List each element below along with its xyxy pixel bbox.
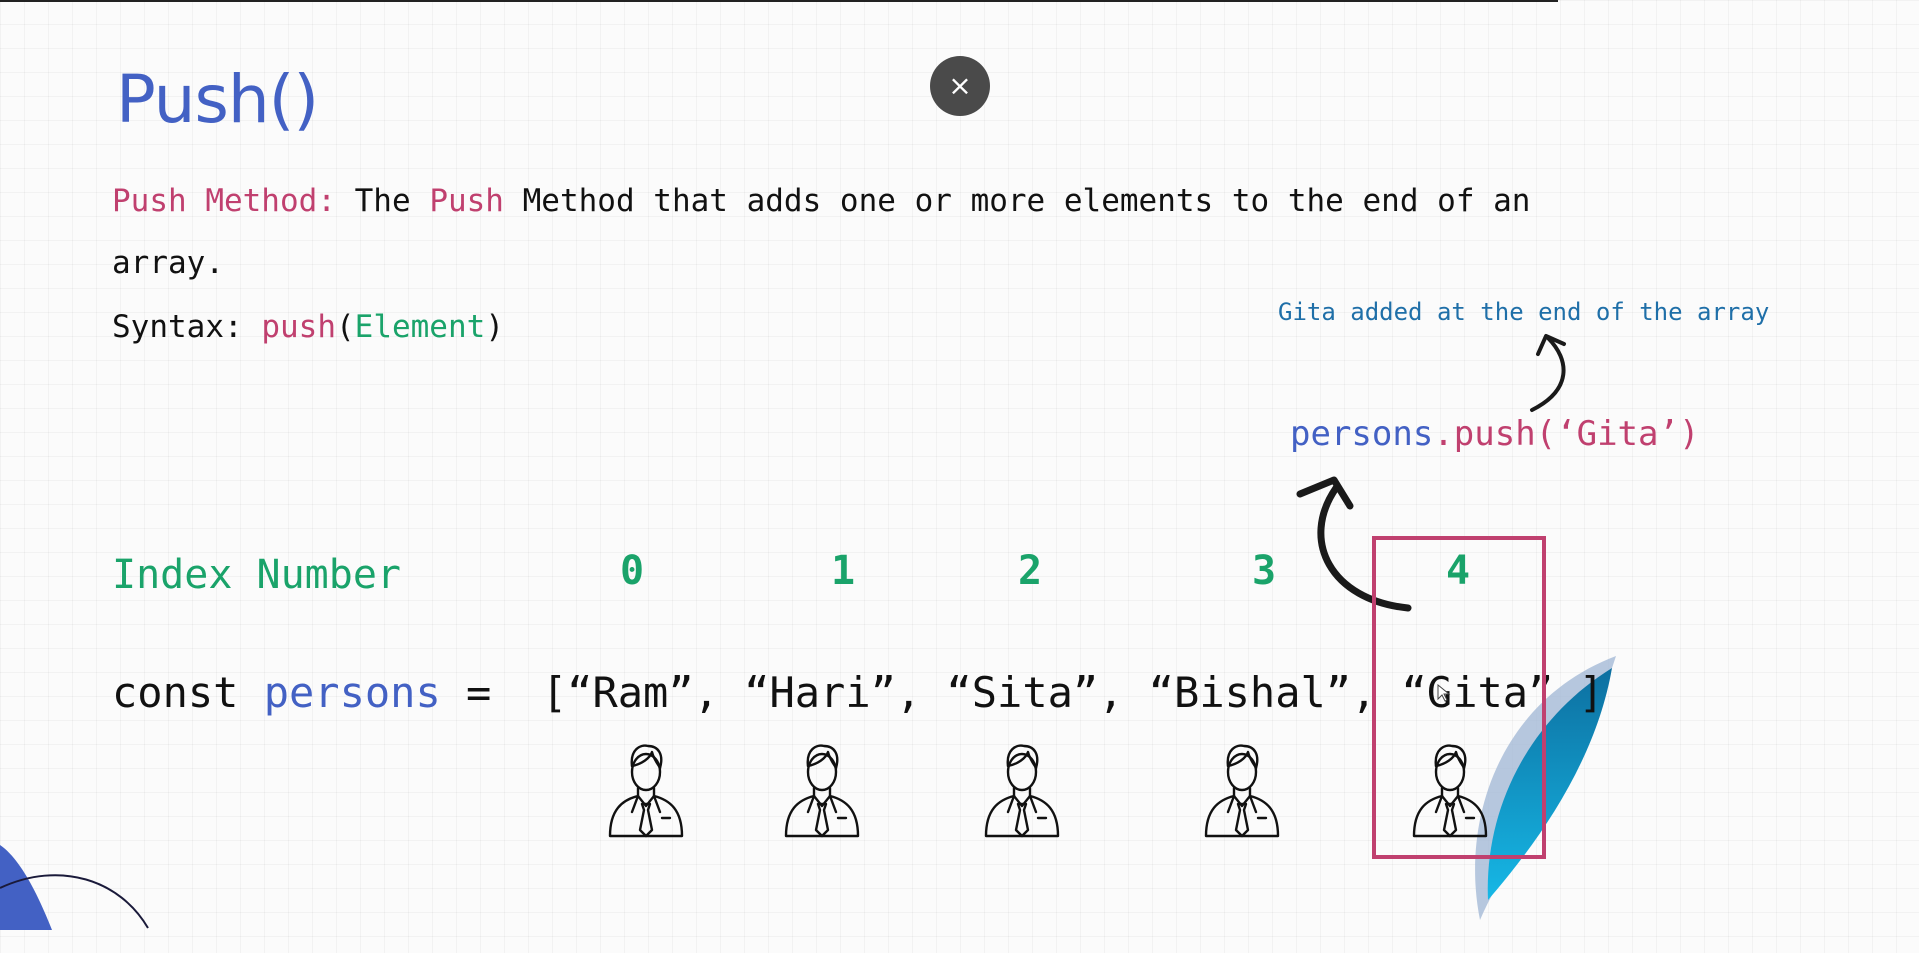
syntax-method: push [261, 309, 336, 345]
const-keyword: const [112, 668, 239, 717]
close-button[interactable]: × [930, 56, 990, 116]
const-array: [“Ram”, “Hari”, “Sita”, “Bishal”, “Gita”… [541, 668, 1604, 717]
syntax-label: Syntax: [112, 309, 243, 345]
syntax-argument: Element [354, 309, 486, 345]
top-divider [0, 0, 1558, 2]
person-icon [608, 744, 684, 838]
const-variable: persons [263, 668, 441, 717]
new-element-highlight-box [1372, 536, 1546, 859]
person-icon [784, 744, 860, 838]
const-equals: = [440, 668, 542, 717]
person-icon [1204, 744, 1280, 838]
description-push-word: Push [429, 183, 504, 219]
push-call-dot: . [1433, 414, 1454, 454]
mouse-cursor-icon [1437, 684, 1451, 702]
push-call-object: persons [1290, 414, 1434, 454]
description-term: Push Method: [112, 183, 336, 219]
description: Push Method: The Push Method that adds o… [112, 170, 1572, 294]
curved-arrow-to-annotation-head [1536, 334, 1566, 356]
curved-arrow-to-push-head [1296, 476, 1354, 510]
syntax-line: Syntax: push(Element) [112, 296, 504, 358]
curved-arrow-to-annotation [1530, 336, 1566, 412]
annotation-text: Gita added at the end of the array [1278, 298, 1770, 326]
push-call-method: push(‘Gita’) [1453, 414, 1700, 454]
slide-title: Push() [116, 61, 319, 138]
const-declaration: const persons = [“Ram”, “Hari”, “Sita”, … [112, 668, 1604, 717]
description-text-2: Method that adds one or more elements to… [112, 183, 1531, 281]
close-icon: × [948, 69, 972, 102]
index-2: 2 [1018, 548, 1043, 594]
syntax-close-paren: ) [485, 309, 504, 345]
index-3: 3 [1252, 548, 1277, 594]
index-number-label: Index Number [112, 552, 401, 598]
index-0: 0 [620, 548, 645, 594]
syntax-open-paren: ( [335, 309, 355, 345]
person-icon [1412, 744, 1488, 838]
push-call-code: persons.push(‘Gita’) [1290, 414, 1699, 454]
description-text-1: The [354, 183, 411, 219]
index-1: 1 [831, 548, 856, 594]
bottom-left-blob [0, 845, 52, 930]
person-icon [984, 744, 1060, 838]
index-4: 4 [1446, 548, 1471, 594]
bottom-left-curve [0, 874, 149, 929]
